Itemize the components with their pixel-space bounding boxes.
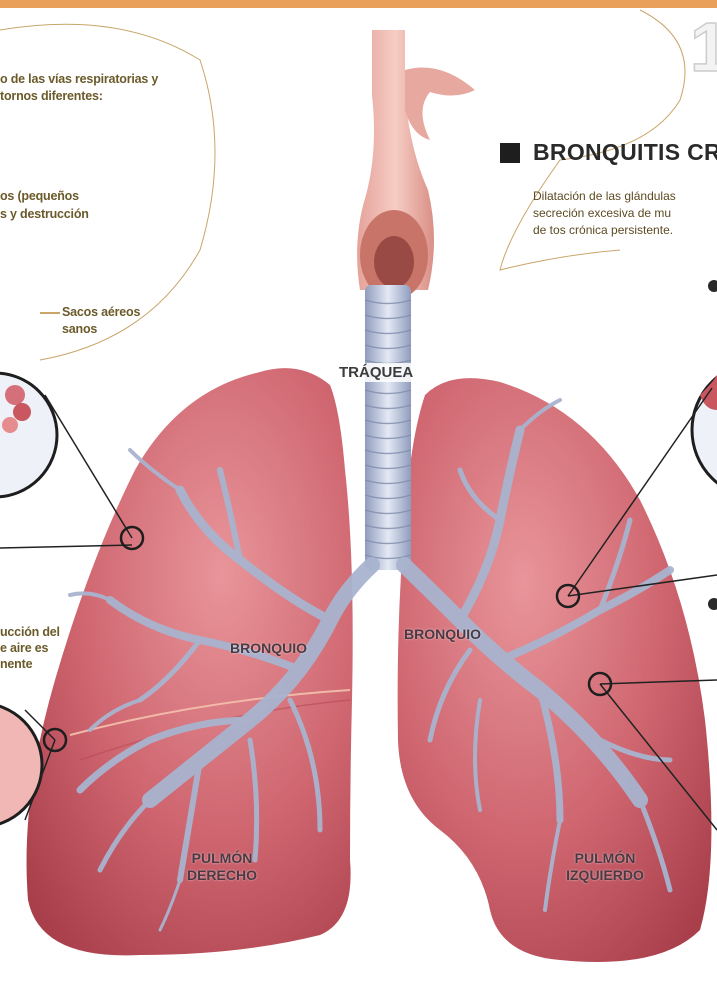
section-heading: BRONQUITIS CR [533, 139, 717, 166]
obstruction-line-3: nente [0, 658, 32, 672]
description-line-2: secreción excesiva de mu [533, 205, 671, 221]
label-lung-left-line-1: PULMÓN [545, 850, 665, 867]
bullet-dot-icon [708, 280, 717, 292]
intro-line-2: tornos diferentes: [0, 90, 103, 104]
label-trachea: TRÁQUEA [336, 363, 416, 382]
label-lung-right: PULMÓN DERECHO [172, 850, 272, 884]
healthy-sacs-line-2: sanos [62, 323, 97, 337]
label-lung-right-line-2: DERECHO [172, 867, 272, 884]
section-number: 1 [690, 12, 717, 82]
label-lung-left: PULMÓN IZQUIERDO [545, 850, 665, 884]
label-bronchus-left: BRONQUIO [404, 626, 481, 643]
label-bronchus-right: BRONQUIO [230, 640, 307, 657]
label-lung-right-line-1: PULMÓN [172, 850, 272, 867]
label-lung-left-line-2: IZQUIERDO [545, 867, 665, 884]
intro-line-1: o de las vías respiratorias y [0, 73, 158, 87]
heading-square-icon [500, 143, 520, 163]
description-line-3: de tos crónica persistente. [533, 222, 673, 238]
emphysema-line-2: s y destrucción [0, 208, 89, 222]
obstruction-line-2: e aire es [0, 642, 48, 656]
healthy-sacs-line-1: Sacos aéreos [62, 306, 140, 320]
pharynx-shape [405, 68, 475, 141]
emphysema-line-1: os (pequeños [0, 190, 79, 204]
obstruction-line-1: ucción del [0, 626, 60, 640]
bullet-dot-icon [708, 598, 717, 610]
description-line-1: Dilatación de las glándulas [533, 188, 676, 204]
